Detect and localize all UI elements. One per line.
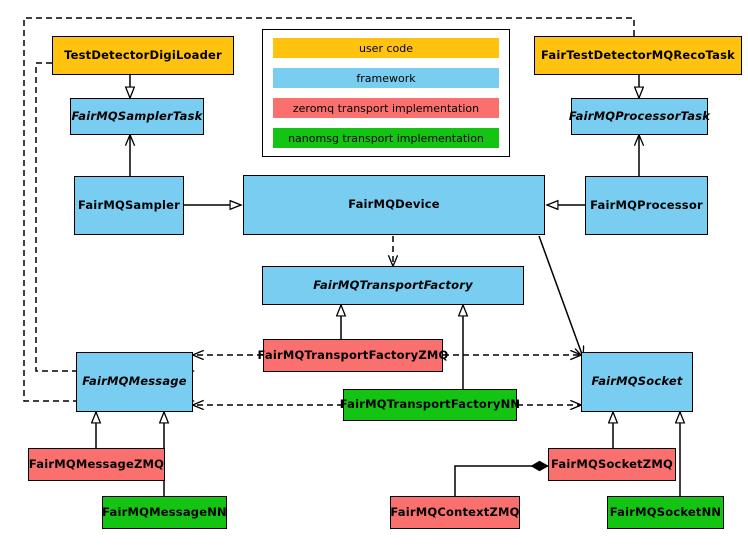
- class-box-fairmqtransportfactoryzmq[interactable]: FairMQTransportFactoryZMQ: [258, 339, 448, 372]
- class-box-fairmqmessagenn[interactable]: FairMQMessageNN: [102, 496, 227, 529]
- class-box-fairmqsocketzmq[interactable]: FairMQSocketZMQ: [548, 448, 676, 481]
- class-box-testdetectordigiloader[interactable]: TestDetectorDigiLoader: [52, 36, 234, 75]
- class-box-fairmqtransportfactorynn[interactable]: FairMQTransportFactoryNN: [340, 389, 520, 421]
- class-box-fairmqsampler[interactable]: FairMQSampler: [74, 176, 184, 235]
- class-box-fairtestdetectormqrecotask[interactable]: FairTestDetectorMQRecoTask: [534, 36, 742, 75]
- class-box-fairmqmessagezmq[interactable]: FairMQMessageZMQ: [28, 448, 165, 481]
- class-box-fairmqprocessor[interactable]: FairMQProcessor: [585, 176, 708, 235]
- class-box-fairmqmessage[interactable]: FairMQMessage: [76, 352, 193, 412]
- class-box-fairmqtransportfactory[interactable]: FairMQTransportFactory: [262, 266, 524, 305]
- legend-entry-zeromq: zeromq transport implementation: [273, 98, 499, 118]
- class-box-fairmqsocket[interactable]: FairMQSocket: [581, 352, 693, 412]
- legend-entry-nanomsg: nanomsg transport implementation: [273, 128, 499, 148]
- class-box-fairmqsocketnn[interactable]: FairMQSocketNN: [607, 496, 724, 529]
- legend-box: user code framework zeromq transport imp…: [262, 29, 510, 157]
- class-box-fairmqcontextzmq[interactable]: FairMQContextZMQ: [390, 496, 520, 529]
- class-box-fairmqsamplertask[interactable]: FairMQSamplerTask: [70, 98, 204, 135]
- class-box-fairmqdevice[interactable]: FairMQDevice: [243, 175, 545, 235]
- class-box-fairmqprocessortask[interactable]: FairMQProcessorTask: [569, 98, 710, 135]
- legend-entry-user-code: user code: [273, 38, 499, 58]
- legend-entry-framework: framework: [273, 68, 499, 88]
